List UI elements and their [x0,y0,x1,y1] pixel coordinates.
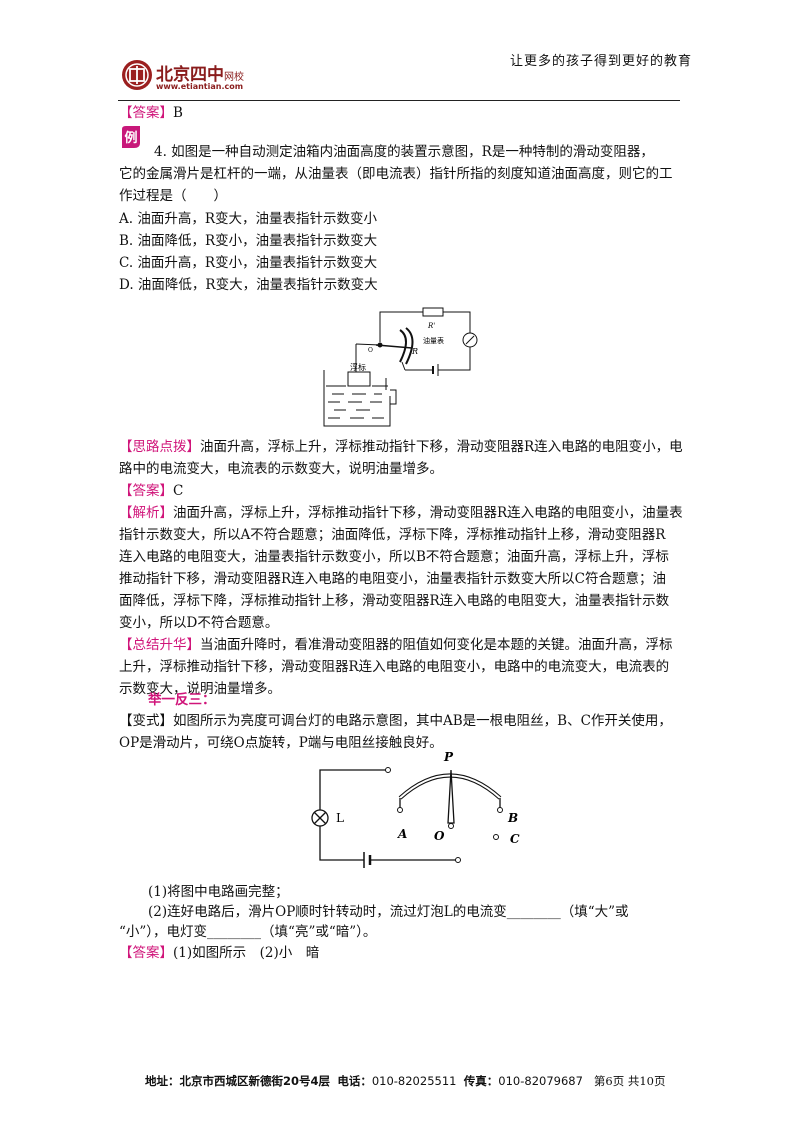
hint-line-2: 路中的电流变大，电流表的示数变大，说明油量增多。 [119,461,443,477]
lamp-circuit-diagram: L P A O B C [311,750,520,868]
summary-line-2: 上升，浮标推动指针下移，滑动变阻器R连入电路的电阻变小，电路中的电流变大，电流表… [119,659,670,675]
logo: 北京四中网校 www.etiantian.com [120,58,270,98]
option-c: C. 油面升高，R变小，油量表指针示数变大 [119,255,378,271]
summary-line-1: 【总结升华】当油面升降时，看准滑动变阻器的阻值如何变化是本题的关键。油面升高，浮… [119,637,673,653]
summary-line-3: 示数变大，说明油量增多。 [119,681,281,697]
hint-line-1: 【思路点拨】油面升高，浮标上升，浮标推动指针下移，滑动变阻器R连入电路的电阻变小… [119,439,683,455]
analysis-line-2: 指针示数变大，所以A不符合题意；油面降低，浮标下降，浮标推动指针上移，滑动变阻器… [119,527,666,543]
page-footer: 地址：北京市西城区新德街20号4层 电话：010-82025511 传真：010… [145,1074,666,1088]
analysis-line-6: 变小，所以D不符合题意。 [119,615,279,631]
oil-gauge-diagram: R' R 油量表 浮标 O [323,307,478,427]
logo-emblem-icon [122,60,152,90]
option-b: B. 油面降低，R变小，油量表指针示数变大 [119,233,378,249]
label-p: P [443,750,454,764]
analysis-line-1: 【解析】油面升高，浮标上升，浮标推动指针下移，滑动变阻器R连入电路的电阻变小，油… [119,505,683,521]
page-number: 第6页 共10页 [593,1074,666,1088]
example-stem-line-1: 4. 如图是一种自动测定油箱内油面高度的装置示意图，R是一种特制的滑动变阻器， [154,144,654,160]
label-r-prime: R' [427,322,435,330]
header-slogan: 让更多的孩子得到更好的教育 [509,54,692,69]
option-a: A. 油面升高，R变大，油量表指针示数变小 [119,211,377,227]
logo-url: www.etiantian.com [156,82,244,91]
example-stem-line-2: 它的金属滑片是杠杆的一端，从油量表（即电流表）指针所指的刻度知道油面高度，则它的… [119,166,673,182]
header-divider [118,100,680,101]
label-a: A [397,827,407,841]
label-meter: 油量表 [423,336,444,345]
variant-line-2: OP是滑动片，可绕O点旋转，P端与电阻丝接触良好。 [119,735,443,751]
prev-answer: 【答案】B [119,105,183,121]
variant-q2-line-2: “小”），电灯变________（填“亮”或“暗”）。 [119,924,377,940]
analysis-line-3: 连入电路的电阻变大，油量表指针示数变小，所以B不符合题意；油面升高，浮标上升，浮… [119,549,669,565]
logo-name: 北京四中网校 [156,65,244,85]
example-answer: 【答案】C [119,483,184,499]
variant-q1: (1)将图中电路画完整； [148,884,289,900]
analysis-line-4: 推动指针下移，滑动变阻器R连入电路的电阻变小，油量表指针示数变大所以C符合题意；… [119,571,666,587]
label-r: R [411,347,418,356]
variant-q2-line-1: (2)连好电路后，滑片OP顺时针转动时，流过灯泡L的电流变________（填“… [148,904,629,920]
label-l: L [336,811,344,825]
example-stem-line-3: 作过程是（ ） [119,188,227,204]
label-b: B [507,811,518,825]
example-badge-icon: 例 [122,126,140,148]
analysis-line-5: 面降低，浮标下降，浮标推动指针上移，滑动变阻器R连入电路的电阻变大，油量表指针示… [119,593,670,609]
label-float: 浮标 [350,362,366,372]
label-c: C [510,832,520,846]
follow-up-heading: 举一反三： [148,692,216,708]
variant-answer: 【答案】(1)如图所示 (2)小 暗 [119,945,320,961]
label-o: O [368,347,373,354]
label-o: O [434,829,445,843]
option-d: D. 油面降低，R变大，油量表指针示数变大 [119,277,378,293]
variant-line-1: 【变式】如图所示为亮度可调台灯的电路示意图，其中AB是一根电阻丝，B、C作开关使… [119,713,672,729]
svg-text:例: 例 [124,130,137,146]
